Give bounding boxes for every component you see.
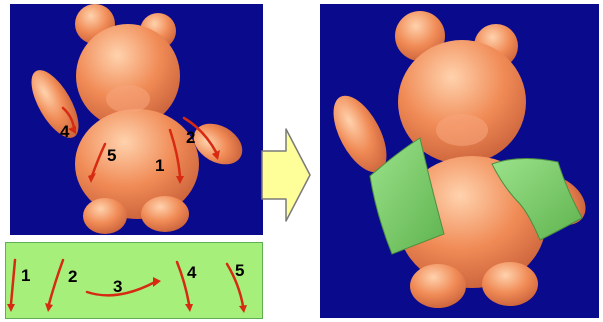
right-leg [482,262,538,306]
input-sketch-panel: 4 2 5 1 [10,4,263,235]
left-leg [410,264,466,308]
strip-label-3: 3 [113,277,122,296]
muzzle [436,114,488,146]
strip-label-5: 5 [235,261,244,280]
strip-label-1: 1 [21,266,30,285]
stroke-sequence-strip: 1 2 3 4 5 [5,242,263,319]
sketch-label-2: 2 [186,128,195,147]
result-canvas [320,4,599,318]
input-sketch-canvas: 4 2 5 1 [10,4,263,235]
left-leg [83,198,127,234]
sketch-label-4: 4 [60,122,70,141]
strip-label-4: 4 [187,263,197,282]
sketch-label-1: 1 [155,156,164,175]
strip-background [6,243,263,319]
strip-label-2: 2 [68,267,77,286]
stroke-sequence-canvas: 1 2 3 4 5 [5,242,263,319]
transform-arrow [260,127,315,227]
sketch-label-5: 5 [107,146,116,165]
right-arrow-icon [260,127,315,227]
right-leg [141,196,189,232]
result-panel [320,4,599,318]
muzzle [106,85,150,113]
